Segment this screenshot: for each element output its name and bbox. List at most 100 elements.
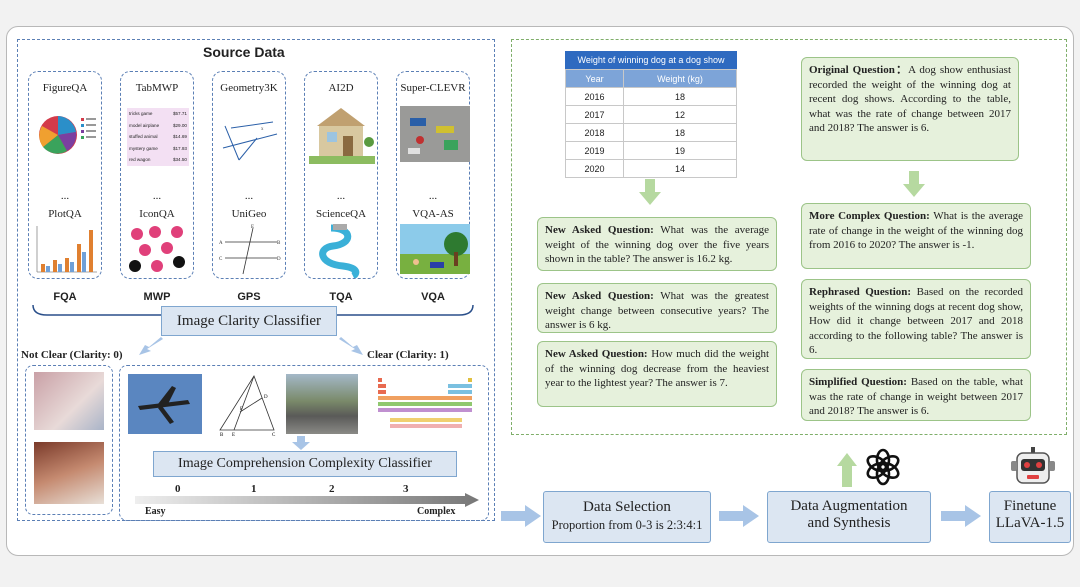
question-label: More Complex Question: [809,210,930,222]
scale-tick: 0 [175,483,181,495]
openai-logo-icon [866,448,900,486]
dataset-name: IconQA [139,208,175,220]
question-text: What is the average rate of change in th… [809,210,1023,251]
table-cell: $34.50 [172,157,187,162]
arrow-right-down-icon [339,337,363,355]
table-cell: 2017 [565,105,624,124]
arrow-left-down-icon [139,337,163,355]
table-cell: tricks game [129,111,153,116]
robot-icon [1011,447,1055,484]
airplane-photo [128,374,202,434]
ellipsis: ... [244,190,254,202]
table-cell: red wagon [129,157,151,162]
box-title: and Synthesis [807,515,891,531]
dataset-name: PlotQA [48,208,82,220]
data-selection-box: Data Selection Proportion from 0-3 is 2:… [543,491,711,543]
complexity-classifier: Image Comprehension Complexity Classifie… [153,451,457,477]
pie-chart-thumbnail [39,116,96,154]
question-label: Simplified Question: [809,376,907,388]
dataset-card-fqa: FigureQA ... PlotQA [28,71,102,279]
data-augmentation-box: Data Augmentation and Synthesis [767,491,931,543]
svg-text:E: E [251,225,254,230]
table-cell: 18 [623,87,737,106]
box-title: LLaVA-1.5 [995,515,1065,531]
original-question-card: Original Question：A dog show enthusiast … [801,57,1019,161]
table-cell: stuffed animal [129,134,158,139]
question-text: What was the average weight of the winni… [545,224,769,265]
category-label: TQA [329,291,353,303]
parallel-lines-thumbnail: E A B C D [219,225,281,275]
tabmwp-price-table: tricks game $57.71 model airplane $29.00 s… [127,108,189,166]
bar-chart-thumbnail [36,226,97,273]
svg-text:D: D [277,257,281,262]
question-label: New Asked Question: [545,290,654,302]
table-cell: $14.69 [172,134,187,139]
svg-text:D: D [264,395,268,400]
question-label: Original Question： [809,64,909,76]
simplified-question-card: Simplified Question: Based on the table,… [801,369,1031,421]
dataset-card-vqa: Super-CLEVR ... VQA-AS [396,71,470,279]
question-text: A dog show enthusiast recorded the weigh… [809,64,1011,134]
ellipsis: ... [152,190,162,202]
svg-text:C: C [272,433,276,436]
arrow-down-icon [639,179,661,205]
table-cell: 2019 [565,141,624,160]
dataset-name: ScienceQA [315,208,367,220]
dataset-name: FigureQA [42,82,88,94]
table-cell: 19 [623,141,737,160]
scale-tick: 1 [251,483,257,495]
category-label: VQA [421,291,445,303]
scale-tick: 3 [403,483,409,495]
table-cell: $29.00 [172,122,187,128]
dataset-name: Super-CLEVR [400,82,466,94]
dataset-name: TabMWP [135,82,179,94]
svg-text:E: E [232,433,235,436]
table-cell: 14 [623,159,737,178]
weight-table: Weight of winning dog at a dog show Year… [565,51,737,178]
not-clear-label: Not Clear (Clarity: 0) [21,349,123,361]
table-cell: 2020 [565,159,624,178]
box-subtitle: Proportion from 0-3 is 2:3:4:1 [551,518,703,532]
table-cell: $57.71 [172,111,187,116]
table-cell: 2018 [565,123,624,142]
clear-label: Clear (Clarity: 1) [367,349,449,361]
dataset-name: UniGeo [231,208,267,220]
question-text: How much did the weight of the winning d… [545,348,770,389]
source-data-title: Source Data [203,44,285,60]
complex-question-card: More Complex Question: What is the avera… [801,203,1031,269]
question-text: Based on the table, what was the rate of… [809,376,1023,417]
arrow-right-icon [941,505,981,527]
figure-frame: Source Data FigureQA ... PlotQA TabMWP [6,26,1074,556]
scale-tick: 2 [329,483,335,495]
ellipsis: ... [428,190,438,202]
svg-text:F: F [240,407,243,412]
svg-text:x: x [261,127,264,132]
dataset-card-gps: Geometry3K x ... UniGeo E A B C D [212,71,286,279]
augmentation-panel [511,39,1067,435]
category-label: FQA [53,291,77,303]
table-cell: model airplane [129,122,160,128]
cartoon-scene-thumbnail [400,224,470,274]
geometry-thumbnail: x [222,121,278,161]
house-diagram-thumbnail [309,108,375,164]
svg-text:B: B [220,433,224,436]
box-title: Finetune [1003,498,1057,514]
dataset-name: AI2D [328,82,354,94]
category-label: GPS [237,291,261,303]
question-label: New Asked Question: [545,224,654,236]
svg-text:C: C [219,257,223,262]
arrow-down-icon [292,436,310,450]
blurry-image-1 [34,372,104,430]
table-cell: $17.93 [172,145,187,151]
question-text: Based on the recorded weights of the win… [809,286,1024,356]
scale-complex-label: Complex [417,506,456,517]
street-photo [286,374,358,434]
svg-text:A: A [219,241,223,246]
question-label: Rephrased Question: [809,286,912,298]
water-slide-thumbnail [319,224,360,278]
clear-panel: B E C D F [119,365,489,521]
blurry-image-2 [34,442,104,504]
ellipsis: ... [60,190,70,202]
box-title: Data Augmentation [790,498,908,514]
new-question-card: New Asked Question: What was the greates… [537,283,777,333]
